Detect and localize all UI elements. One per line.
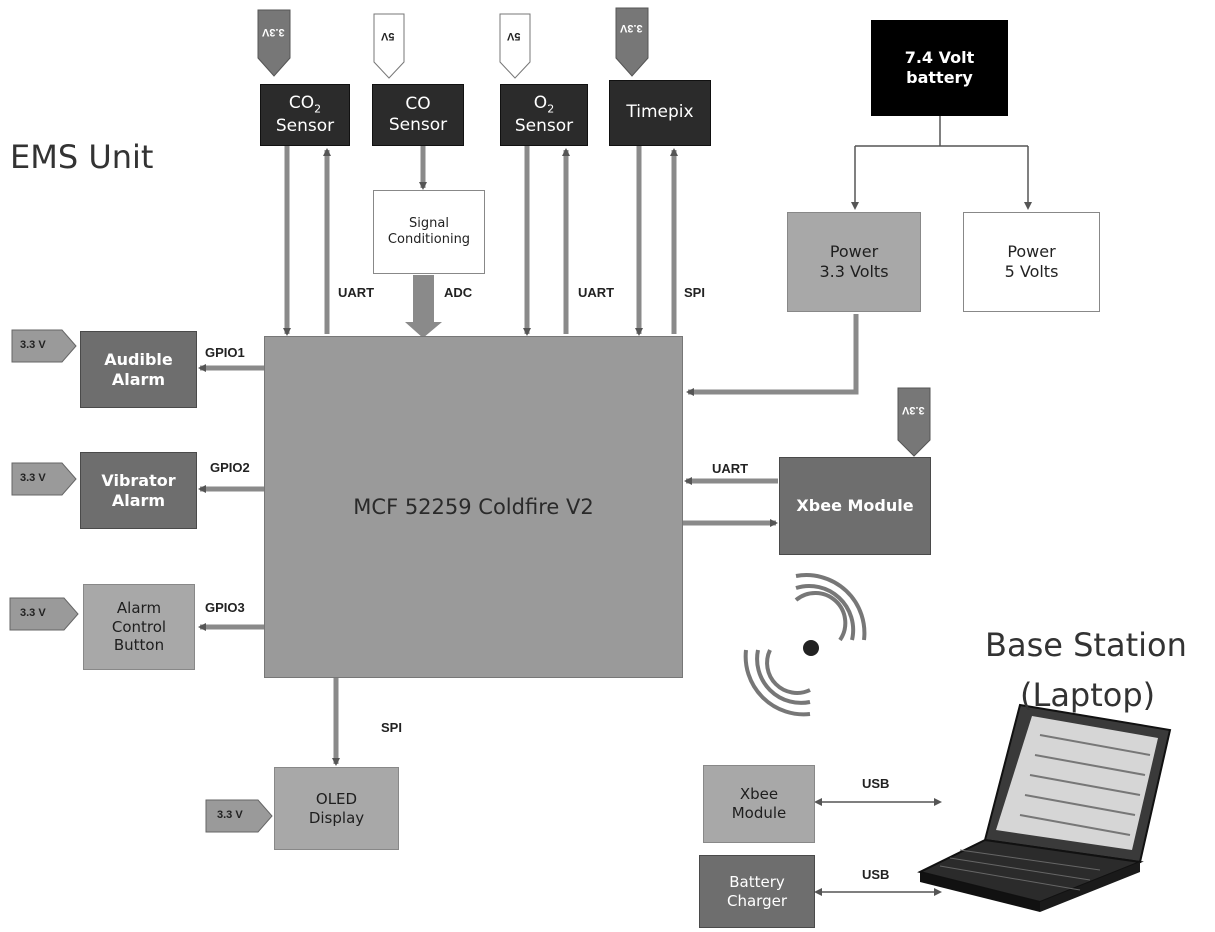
o2-sensor-box: O2 Sensor [500, 84, 588, 146]
power-33v-line1: Power [830, 242, 878, 262]
power-33v-box: Power 3.3 Volts [787, 212, 921, 312]
co2-supply-label: 3.3V [262, 26, 285, 38]
power-5v-line2: 5 Volts [1005, 262, 1059, 282]
signal-conditioning-box: Signal Conditioning [373, 190, 485, 274]
alarm-control-supply-label: 3.3 V [20, 607, 46, 619]
xbee-module-base-box: Xbee Module [703, 765, 815, 843]
o2-subscript: 2 [547, 102, 554, 115]
vibrator-alarm-box: Vibrator Alarm [80, 452, 197, 529]
gpio1-label: GPIO1 [205, 345, 245, 360]
co2-subscript: 2 [314, 102, 321, 115]
gpio3-label: GPIO3 [205, 600, 245, 615]
usb-xbee-label: USB [862, 776, 889, 791]
mcu-label: MCF 52259 Coldfire V2 [353, 494, 593, 520]
audible-supply-label: 3.3 V [20, 339, 46, 351]
alarm-control-line2: Control [112, 618, 166, 637]
xbee-base-line2: Module [732, 804, 787, 823]
co-sensor-label: Sensor [389, 115, 447, 136]
co-supply-label: 5V [381, 30, 394, 42]
vibrator-alarm-line2: Alarm [112, 491, 165, 511]
xbee-ems-label: Xbee Module [796, 496, 913, 516]
co-sensor-box: CO Sensor [372, 84, 464, 146]
signal-conditioning-line1: Signal [409, 216, 449, 232]
adc-arrow [405, 275, 442, 338]
vibrator-supply-label: 3.3 V [20, 472, 46, 484]
audible-alarm-line2: Alarm [112, 370, 165, 390]
adc-label: ADC [444, 285, 472, 300]
o2-supply-label: 5V [507, 30, 520, 42]
co2-label: CO [289, 93, 314, 113]
spi-oled-label: SPI [381, 720, 402, 735]
power33-to-mcu-wire [688, 314, 856, 392]
laptop-icon [920, 705, 1170, 912]
gpio2-label: GPIO2 [210, 460, 250, 475]
ems-unit-title: EMS Unit [10, 138, 153, 176]
battery-line2: battery [906, 68, 973, 88]
o2-sensor-label: Sensor [515, 116, 573, 137]
timepix-box: Timepix [609, 80, 711, 146]
power-5v-box: Power 5 Volts [963, 212, 1100, 312]
alarm-control-line1: Alarm [117, 599, 161, 618]
uart-o2-label: UART [578, 285, 614, 300]
power-5v-line1: Power [1007, 242, 1055, 262]
uart-xbee-label: UART [712, 461, 748, 476]
battery-line1: 7.4 Volt [905, 48, 975, 68]
battery-charger-line2: Charger [727, 892, 787, 911]
oled-line2: Display [309, 809, 364, 828]
uart-co2-label: UART [338, 285, 374, 300]
xbee-supply-label: 3.3V [902, 404, 925, 416]
timepix-label: Timepix [626, 102, 693, 123]
audible-alarm-box: Audible Alarm [80, 331, 197, 408]
alarm-control-button-box: Alarm Control Button [83, 584, 195, 670]
vibrator-alarm-line1: Vibrator [101, 471, 175, 491]
base-station-subtitle: (Laptop) [1020, 676, 1155, 714]
xbee-module-ems-box: Xbee Module [779, 457, 931, 555]
oled-line1: OLED [316, 790, 357, 809]
battery-charger-line1: Battery [729, 873, 785, 892]
timepix-supply-label: 3.3V [620, 22, 643, 34]
base-station-title: Base Station [985, 626, 1187, 664]
alarm-control-line3: Button [114, 636, 164, 655]
wireless-node [803, 640, 819, 656]
signal-conditioning-line2: Conditioning [388, 232, 470, 248]
xbee-base-line1: Xbee [740, 785, 778, 804]
power-33v-line2: 3.3 Volts [819, 262, 888, 282]
audible-alarm-line1: Audible [104, 350, 173, 370]
usb-charger-label: USB [862, 867, 889, 882]
battery-box: 7.4 Volt battery [871, 20, 1008, 116]
oled-display-box: OLED Display [274, 767, 399, 850]
co-label: CO [405, 94, 430, 115]
co2-sensor-box: CO2 Sensor [260, 84, 350, 146]
spi-timepix-label: SPI [684, 285, 705, 300]
oled-supply-label: 3.3 V [217, 809, 243, 821]
mcu-box: MCF 52259 Coldfire V2 [264, 336, 683, 678]
battery-charger-box: Battery Charger [699, 855, 815, 928]
o2-label: O [534, 93, 547, 113]
co2-sensor-label: Sensor [276, 116, 334, 137]
